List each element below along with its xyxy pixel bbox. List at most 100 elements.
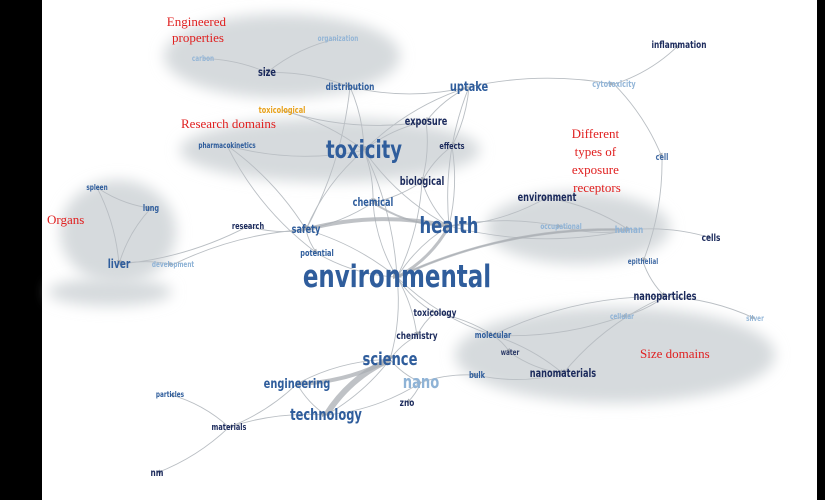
term-silver: silver <box>746 314 764 323</box>
edge-environmental-chemistry <box>396 276 419 337</box>
term-biological: biological <box>400 176 445 189</box>
term-water: water <box>501 348 520 357</box>
edge-toxicology-molecular <box>434 312 494 336</box>
edge-nanoparticles-nanomaterials <box>562 296 666 374</box>
term-science: science <box>363 348 418 370</box>
thick-edge-chemical-health <box>372 201 450 227</box>
edge-cellular-molecular <box>492 316 623 338</box>
term-bulk: bulk <box>469 370 486 380</box>
term-carbon: carbon <box>192 54 214 63</box>
term-pharmacokinetics: pharmacokinetics <box>198 141 255 150</box>
domain-label-layer: Engineered properties Research domains O… <box>47 14 710 361</box>
domain-label-engineered-properties: Engineered properties <box>167 14 229 45</box>
term-nano: nano <box>403 371 440 393</box>
edge-toxicity-environmental <box>363 150 400 278</box>
term-layer: organization carbon size distribution uptake… <box>86 34 764 479</box>
cluster-engineered-properties <box>164 14 400 98</box>
edge-materials-technology <box>228 412 327 428</box>
term-occupational: occupational <box>540 222 581 231</box>
edge-pharmacokinetics-toxicity <box>226 145 365 157</box>
term-spleen: spleen <box>86 183 107 192</box>
edge-nano-bulk <box>420 372 478 383</box>
term-health: health <box>420 212 479 238</box>
term-research: research <box>232 221 264 231</box>
cluster-exposure-receptors <box>486 192 670 264</box>
term-development: development <box>152 260 195 269</box>
edge-potential-environmental <box>316 252 398 280</box>
edge-science-technology <box>325 359 391 416</box>
edge-uptake-toxicity <box>363 86 470 151</box>
edge-science-nano <box>389 359 422 383</box>
edge-pharmacokinetics-potential <box>226 145 318 254</box>
edge-lung-liver <box>117 207 152 265</box>
edge-nanoparticles-silver <box>664 296 756 319</box>
edge-toxicity-safety <box>305 149 365 230</box>
edge-uptake-exposure <box>425 86 470 122</box>
edge-uptake-effects <box>451 86 470 147</box>
term-lung: lung <box>143 203 159 213</box>
term-toxicological: toxicological <box>259 105 306 115</box>
edge-science-engineering <box>296 358 391 385</box>
edge-nanoparticles-cellular <box>621 296 666 318</box>
edge-cell-epithelial <box>642 157 663 262</box>
term-toxicity: toxicity <box>326 136 402 165</box>
term-liver: liver <box>108 257 131 272</box>
domain-label-exposure-receptors: Different types of exposure receptors <box>572 126 623 195</box>
edge-exposure-biological <box>420 121 428 182</box>
edge-engineering-materials <box>228 383 298 428</box>
domain-label-size-domains: Size domains <box>640 346 710 361</box>
term-materials: materials <box>212 422 247 432</box>
edge-distribution-uptake <box>349 85 470 95</box>
edge-environmental-science <box>388 277 399 360</box>
term-particles: particles <box>156 390 184 399</box>
edge-uptake-cytotoxicity <box>468 77 615 88</box>
edge-organization-size <box>266 38 339 73</box>
term-organization: organization <box>318 34 359 43</box>
term-nm: nm <box>151 468 164 479</box>
edge-environmental-molecular <box>396 276 494 337</box>
term-cells: cells <box>702 233 721 244</box>
edge-molecular-water <box>492 334 511 353</box>
edge-human-cells <box>628 228 712 239</box>
term-inflammation: inflammation <box>652 40 707 51</box>
edge-health-environment <box>448 197 548 227</box>
edge-spleen-liver <box>96 187 121 265</box>
edge-materials-particles <box>169 393 230 428</box>
term-human: human <box>615 225 643 236</box>
edge-nanoparticles-molecular <box>492 296 666 336</box>
thick-edge-environmental-human <box>396 228 630 279</box>
cluster-research-domains <box>180 118 480 182</box>
edge-toxicity-chemical <box>363 150 376 203</box>
edge-molecular-nanomaterials <box>492 334 564 374</box>
term-chemical: chemical <box>353 197 394 210</box>
edge-distribution-toxicity <box>349 86 367 151</box>
term-toxicology: toxicology <box>414 308 457 319</box>
term-nanomaterials: nanomaterials <box>530 368 596 381</box>
term-zno: zno <box>400 398 415 409</box>
edge-toxicological-toxicity <box>281 109 365 151</box>
edge-effects-biological <box>421 145 453 182</box>
term-exposure: exposure <box>405 116 448 129</box>
edge-effects-health <box>447 146 456 227</box>
term-potential: potential <box>300 248 334 258</box>
term-distribution: distribution <box>326 82 375 93</box>
edge-cytotoxicity-inflammation <box>613 44 680 85</box>
edge-epithelial-nanoparticles <box>642 261 666 297</box>
term-cell: cell <box>656 152 669 162</box>
edge-uptake-health <box>446 86 470 227</box>
term-uptake: uptake <box>450 78 488 94</box>
term-size: size <box>258 67 276 80</box>
edge-biological-environmental <box>396 181 423 278</box>
term-environment: environment <box>518 192 577 205</box>
term-technology: technology <box>290 406 362 424</box>
edge-carbon-size <box>202 58 268 73</box>
edge-chemistry-science <box>389 335 418 360</box>
edge-layer <box>96 38 756 474</box>
edge-health-human <box>448 225 630 240</box>
term-effects: effects <box>439 141 464 151</box>
term-chemistry: chemistry <box>396 331 437 342</box>
edge-safety-environmental <box>305 229 398 278</box>
edge-water-nanomaterials <box>509 352 564 376</box>
